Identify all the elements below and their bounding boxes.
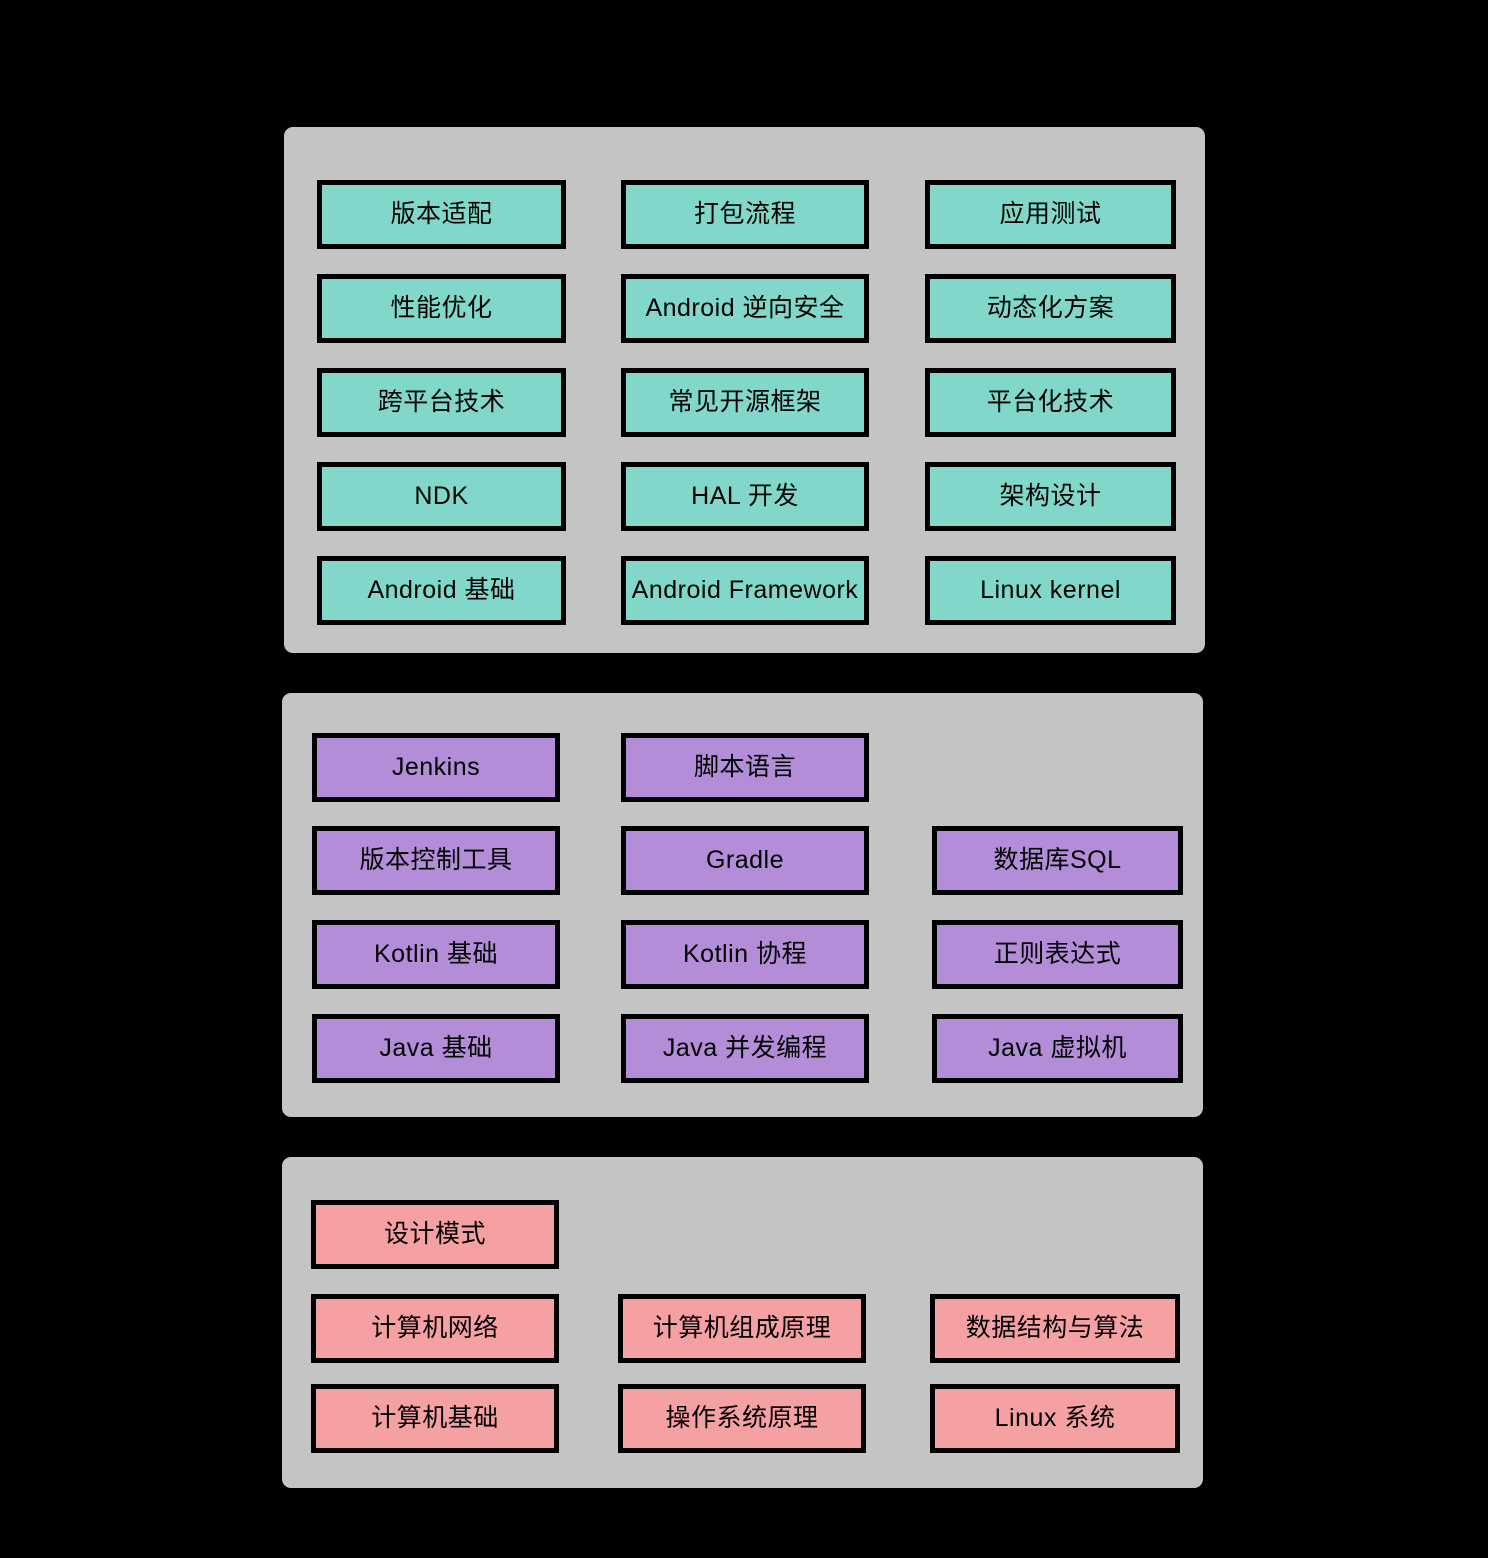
node-box[interactable]: 正则表达式 (932, 920, 1183, 989)
node-box[interactable]: 应用测试 (925, 180, 1176, 249)
node-box[interactable]: 打包流程 (621, 180, 869, 249)
node-box[interactable]: 计算机网络 (311, 1294, 559, 1363)
node-box[interactable]: 动态化方案 (925, 274, 1176, 343)
node-box[interactable]: Android Framework (621, 556, 869, 625)
node-box[interactable]: 数据结构与算法 (930, 1294, 1180, 1363)
node-box[interactable]: Android 逆向安全 (621, 274, 869, 343)
node-box[interactable]: Java 虚拟机 (932, 1014, 1183, 1083)
node-box[interactable]: 计算机组成原理 (618, 1294, 866, 1363)
node-box[interactable]: 操作系统原理 (618, 1384, 866, 1453)
node-box[interactable]: Android 基础 (317, 556, 566, 625)
node-box[interactable]: 脚本语言 (621, 733, 869, 802)
panel-language: Jenkins 脚本语言 版本控制工具 Gradle 数据库SQL Kotlin… (282, 693, 1203, 1117)
node-box[interactable]: 版本适配 (317, 180, 566, 249)
node-box[interactable]: 设计模式 (311, 1200, 559, 1269)
node-box[interactable]: 架构设计 (925, 462, 1176, 531)
node-box[interactable]: 版本控制工具 (312, 826, 560, 895)
node-box[interactable]: 数据库SQL (932, 826, 1183, 895)
panel-basics: 设计模式 计算机网络 计算机组成原理 数据结构与算法 计算机基础 操作系统原理 … (282, 1157, 1203, 1488)
node-box[interactable]: Kotlin 协程 (621, 920, 869, 989)
node-box[interactable]: Gradle (621, 826, 869, 895)
node-box[interactable]: Java 基础 (312, 1014, 560, 1083)
node-box[interactable]: HAL 开发 (621, 462, 869, 531)
node-box[interactable]: 常见开源框架 (621, 368, 869, 437)
node-box[interactable]: 计算机基础 (311, 1384, 559, 1453)
panel-android: 版本适配 打包流程 应用测试 性能优化 Android 逆向安全 动态化方案 跨… (284, 127, 1205, 653)
node-box[interactable]: Linux 系统 (930, 1384, 1180, 1453)
node-box[interactable]: Kotlin 基础 (312, 920, 560, 989)
node-box[interactable]: Java 并发编程 (621, 1014, 869, 1083)
node-box[interactable]: NDK (317, 462, 566, 531)
node-box[interactable]: Jenkins (312, 733, 560, 802)
node-box[interactable]: 跨平台技术 (317, 368, 566, 437)
node-box[interactable]: 平台化技术 (925, 368, 1176, 437)
node-box[interactable]: 性能优化 (317, 274, 566, 343)
node-box[interactable]: Linux kernel (925, 556, 1176, 625)
